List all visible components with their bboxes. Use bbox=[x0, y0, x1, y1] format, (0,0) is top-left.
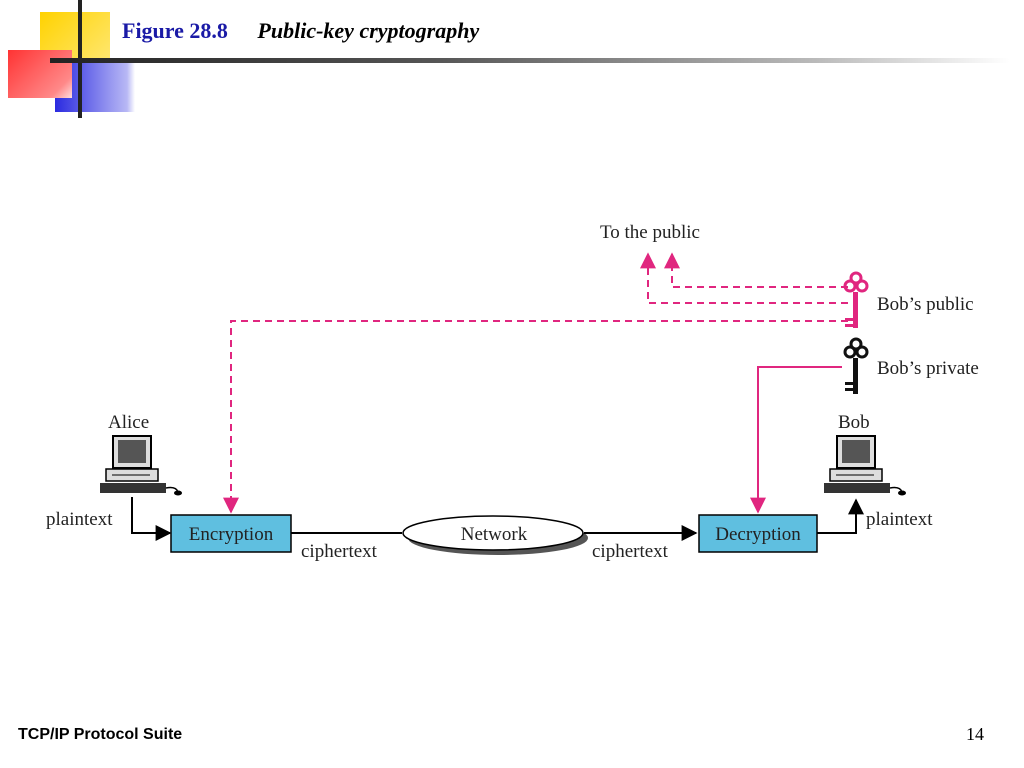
footer-suite: TCP/IP Protocol Suite bbox=[18, 726, 183, 743]
plaintext-out-label: plaintext bbox=[866, 509, 933, 530]
public-key-lines bbox=[223, 252, 848, 514]
encryption-box bbox=[170, 514, 292, 553]
public-line-1 bbox=[664, 252, 848, 288]
bob-public-label: Bob’s public bbox=[877, 294, 974, 315]
figure-caption: Public-key cryptography bbox=[257, 18, 480, 43]
private-key-icon bbox=[843, 337, 869, 394]
alice-computer-icon bbox=[100, 435, 182, 496]
decryption-label: Decryption bbox=[715, 524, 801, 545]
network-label: Network bbox=[461, 524, 528, 545]
ciphertext-left-label: ciphertext bbox=[301, 541, 378, 562]
header-rule bbox=[50, 58, 1010, 63]
plaintext-in-label: plaintext bbox=[46, 509, 113, 530]
ciphertext-right-label: ciphertext bbox=[592, 541, 669, 562]
decryption-box bbox=[698, 514, 818, 553]
page-title: Figure 28.8 Public-key cryptography bbox=[122, 18, 479, 44]
figure-label: Figure 28.8 bbox=[122, 18, 228, 43]
alice-label: Alice bbox=[108, 412, 149, 433]
bob-private-label: Bob’s private bbox=[877, 358, 979, 379]
bob-label: Bob bbox=[838, 412, 870, 433]
page-number: 14 bbox=[966, 724, 984, 744]
plaintext-in-arrow bbox=[131, 497, 172, 541]
bob-computer-icon bbox=[824, 435, 906, 496]
public-key-icon bbox=[843, 271, 869, 328]
private-key-line bbox=[750, 366, 842, 514]
to-public-label: To the public bbox=[600, 222, 700, 243]
plaintext-out-arrow bbox=[817, 498, 864, 534]
public-line-2 bbox=[640, 252, 848, 304]
encryption-label: Encryption bbox=[189, 524, 274, 545]
public-line-3 bbox=[223, 320, 848, 514]
network-ellipse bbox=[402, 515, 584, 551]
